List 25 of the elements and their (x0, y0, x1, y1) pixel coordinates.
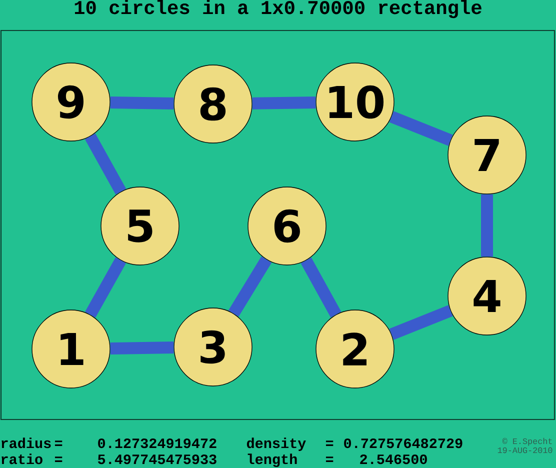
connector-line (110, 96, 174, 110)
equals-sign: = (326, 440, 334, 446)
stat-name: ratio (2, 454, 42, 464)
stat-value: 0.727576482729 (344, 438, 462, 448)
connector-line (85, 257, 126, 318)
connector-line (300, 258, 342, 318)
equals-sign: = (326, 456, 334, 462)
stat-value: 0.127324919472 (98, 438, 216, 448)
stat-value: 2.546500 (360, 454, 427, 464)
connector-line (252, 96, 316, 110)
date-text: 19-AUG-2010 (498, 447, 552, 454)
connector-line (84, 133, 126, 195)
connector-line (389, 305, 453, 340)
stat-value: 5.497745475933 (98, 454, 216, 464)
stat-name: radius (2, 438, 51, 448)
connector-line (481, 194, 493, 257)
connector-line (389, 111, 453, 146)
equals-sign: = (54, 456, 62, 462)
stat-name: length (248, 454, 297, 468)
title: 10 circles in a 1x0.70000 rectangle (74, 0, 482, 18)
equals-sign: = (54, 440, 62, 446)
connector-line (228, 256, 272, 317)
connector-line (110, 342, 174, 354)
copyright-note: © E.Specht (502, 438, 552, 446)
stat-name: density (246, 438, 306, 451)
